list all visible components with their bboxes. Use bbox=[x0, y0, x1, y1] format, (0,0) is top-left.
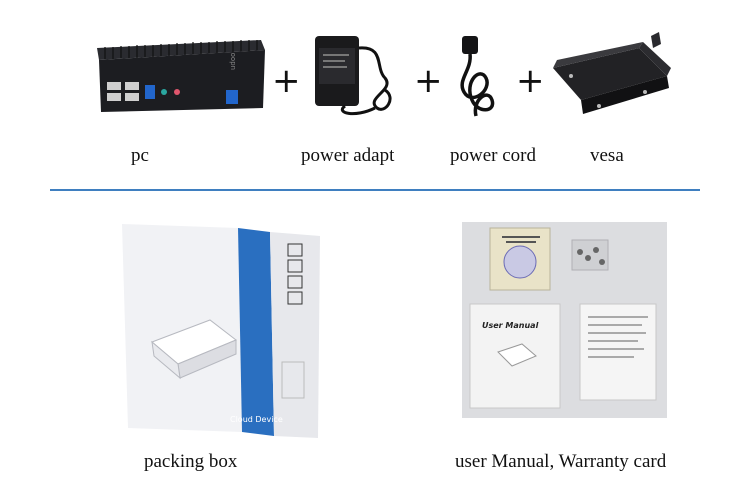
plus-sign-3: + bbox=[516, 61, 545, 101]
label-manual-warranty: user Manual, Warranty card bbox=[455, 451, 667, 472]
label-power-adapt: power adapt bbox=[301, 145, 395, 166]
label-vesa: vesa bbox=[590, 145, 624, 166]
section-divider bbox=[50, 189, 700, 191]
label-pc: pc bbox=[131, 145, 149, 166]
box-side-text: Cloud Device bbox=[230, 415, 283, 424]
mini-pc-image: udoo bbox=[85, 30, 270, 115]
power-adapter-image bbox=[305, 28, 410, 123]
label-power-cord: power cord bbox=[450, 145, 536, 166]
plus-sign-2: + bbox=[414, 61, 443, 101]
vesa-bracket-image bbox=[547, 30, 677, 122]
manual-warranty-image: User Manual bbox=[462, 222, 667, 418]
manual-title: User Manual bbox=[482, 321, 539, 330]
packing-box-image: Cloud Device bbox=[120, 222, 325, 444]
brand-mark: udoo bbox=[229, 53, 237, 70]
plus-sign-1: + bbox=[272, 61, 301, 101]
label-packing-box: packing box bbox=[144, 451, 238, 472]
power-cord-image bbox=[452, 30, 512, 125]
